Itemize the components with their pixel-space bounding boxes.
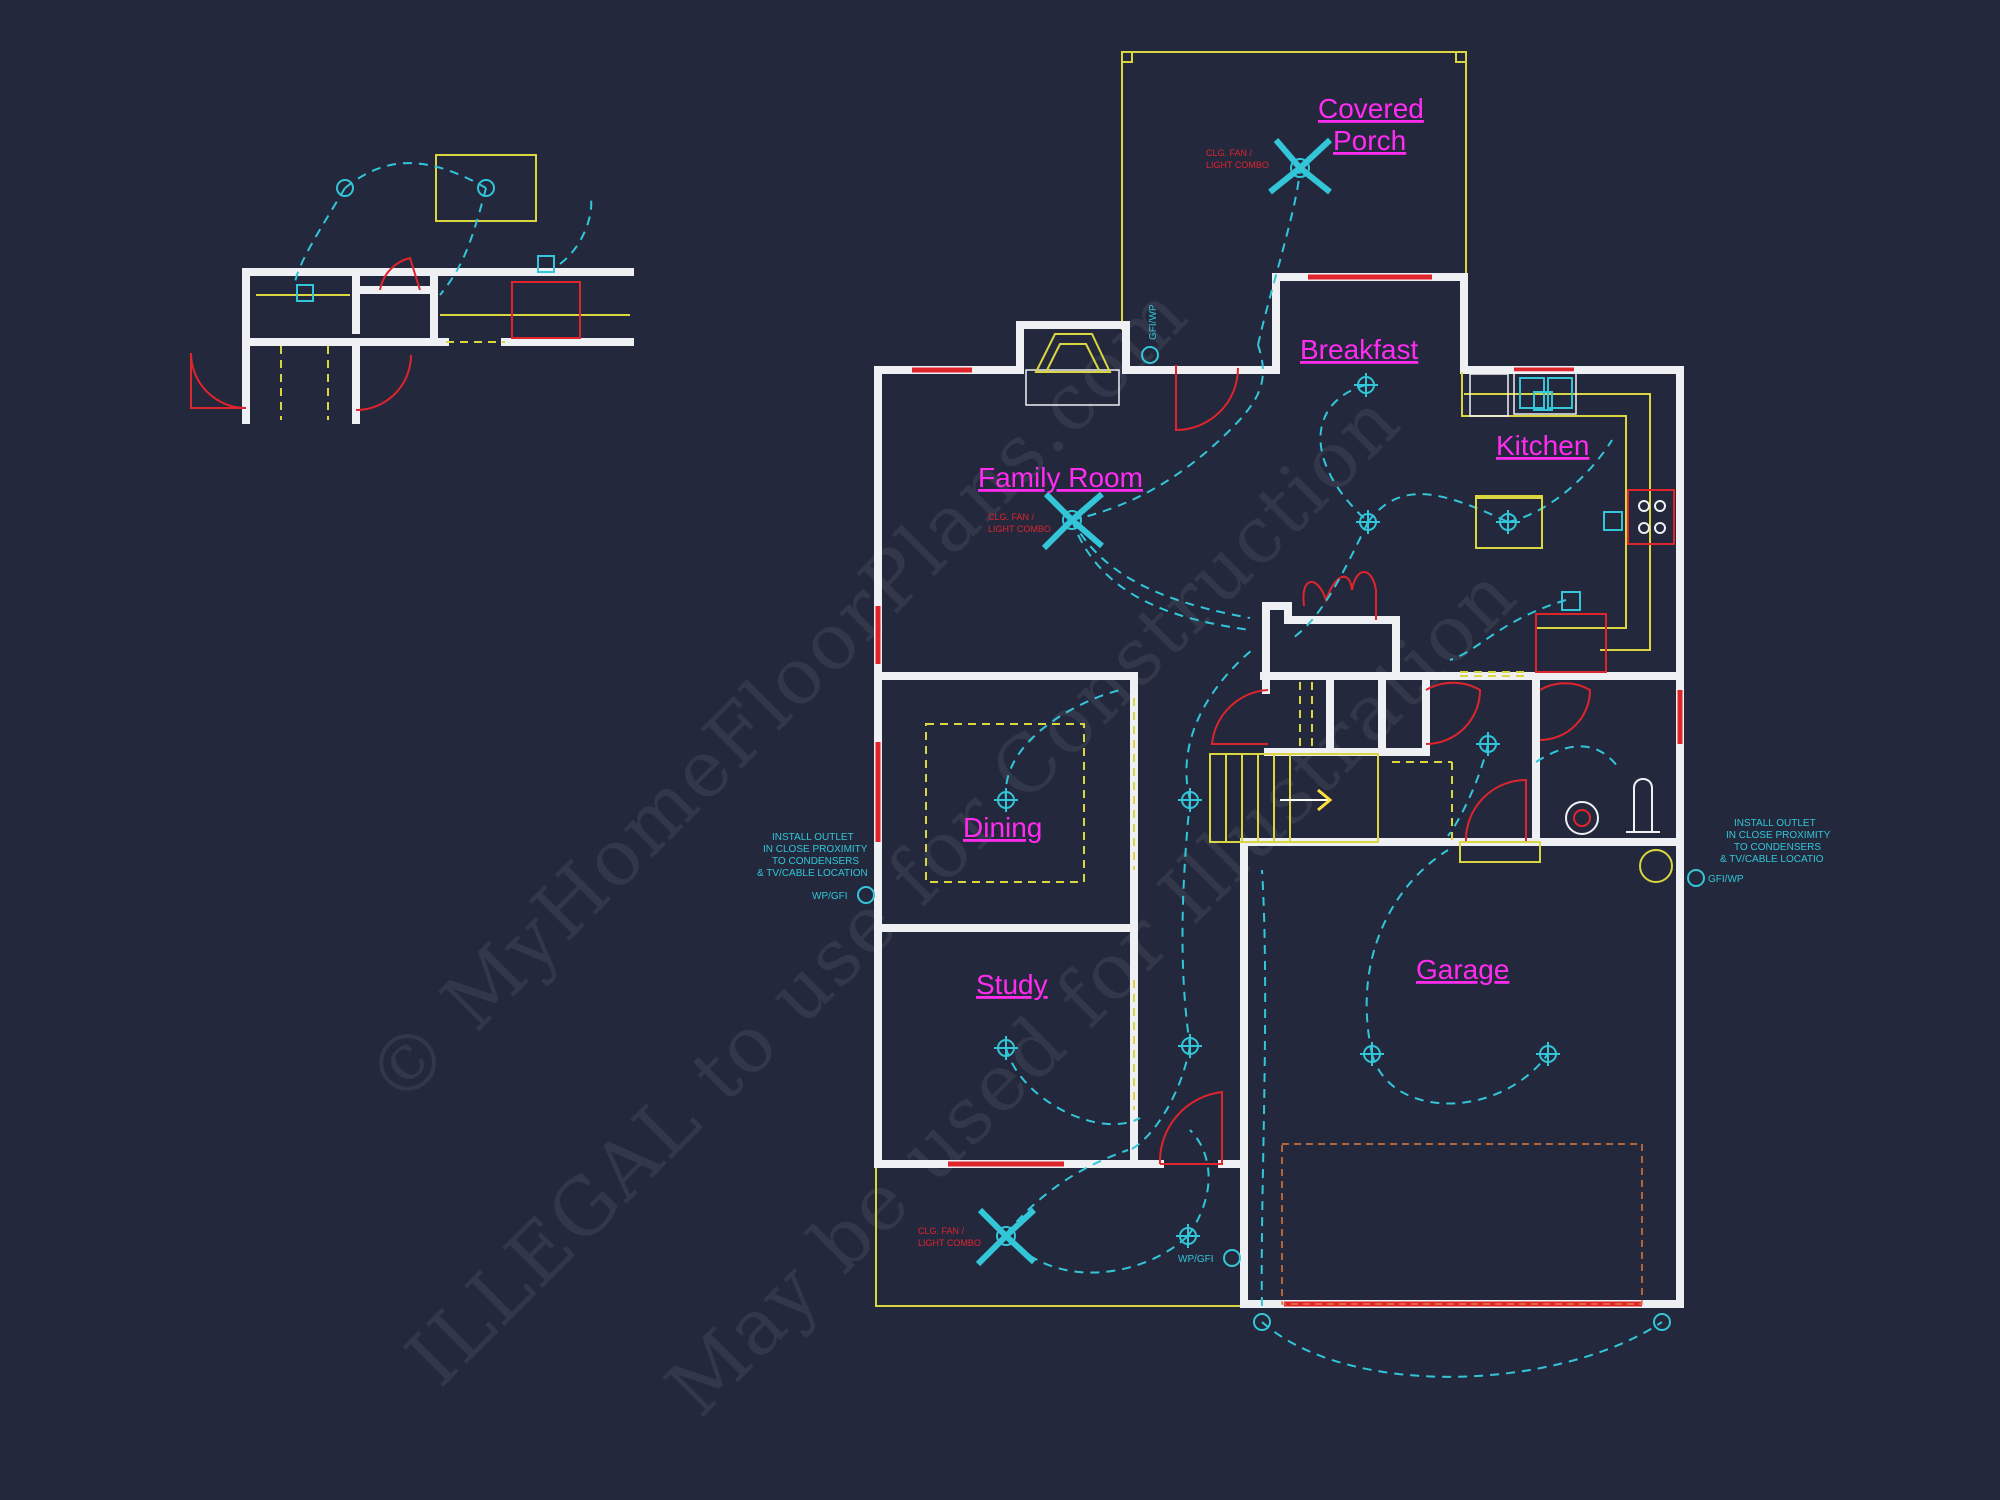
note-outlet-right-4: & TV/CABLE LOCATIO: [1720, 854, 1824, 865]
dining-table-outline: [925, 723, 1085, 883]
note-fan-family-1: CLG. FAN /: [988, 512, 1035, 522]
note-outlet-right-3: TO CONDENSERS: [1734, 842, 1821, 853]
ceiling-fan-porch: [1268, 137, 1333, 195]
rear-porch-outline: [875, 1162, 1244, 1307]
label-kitchen: Kitchen: [1496, 430, 1589, 461]
label-covered-porch-line-1: Covered: [1318, 93, 1424, 124]
label-dining: Dining: [963, 812, 1042, 843]
note-outlet-right-2: IN CLOSE PROXIMITY: [1726, 830, 1831, 841]
note-fan-porch-2: LIGHT COMBO: [1206, 160, 1269, 170]
label-breakfast: Breakfast: [1300, 334, 1418, 365]
note-outlet-left-4: & TV/CABLE LOCATION: [757, 868, 868, 879]
detail-inset: [190, 154, 634, 424]
watermark: © MyHomeFloorPlans.com ILLEGAL to use fo…: [350, 268, 1534, 1433]
ceiling-fan-family-room: [1041, 491, 1104, 551]
label-garage: Garage: [1416, 954, 1509, 985]
stairs: [1209, 753, 1453, 843]
ceiling-fan-rear-porch: [975, 1207, 1037, 1267]
note-fan-rear-1: CLG. FAN /: [918, 1226, 965, 1236]
garage-door-outline: [1281, 1143, 1643, 1305]
electrical-wiring: [1004, 164, 1663, 1378]
covered-porch-outline: [1121, 51, 1467, 330]
note-outlet-left-3: TO CONDENSERS: [772, 856, 859, 867]
note-wp-gfi-rear: WP/GFI: [1178, 1254, 1214, 1265]
kitchen-counters: [1459, 371, 1675, 863]
label-covered-porch-line-2: Porch: [1333, 125, 1406, 156]
note-outlet-right-1: INSTALL OUTLET: [1734, 818, 1816, 829]
label-family-room: Family Room: [978, 462, 1143, 493]
fireplace: [1025, 333, 1120, 406]
note-gfi-wp-porch: GFI/WP: [1148, 304, 1159, 340]
note-wp-gfi-left: WP/GFI: [812, 891, 848, 902]
annotations: CLG. FAN / LIGHT COMBO CLG. FAN / LIGHT …: [757, 148, 1831, 1265]
note-fan-family-2: LIGHT COMBO: [988, 524, 1051, 534]
room-labels: Covered Porch Breakfast Kitchen Family R…: [963, 93, 1589, 1000]
note-fan-porch-1: CLG. FAN /: [1206, 148, 1253, 158]
note-fan-rear-2: LIGHT COMBO: [918, 1238, 981, 1248]
cased-openings: [1133, 671, 1530, 1110]
note-outlet-left-2: IN CLOSE PROXIMITY: [763, 844, 868, 855]
light-fixtures: [857, 346, 1705, 1331]
doors: [1158, 365, 1592, 1165]
note-gfi-wp-right: GFI/WP: [1708, 874, 1744, 885]
bath-fixtures: [1565, 778, 1673, 883]
note-outlet-left-1: INSTALL OUTLET: [772, 832, 854, 843]
label-study: Study: [976, 969, 1048, 1000]
